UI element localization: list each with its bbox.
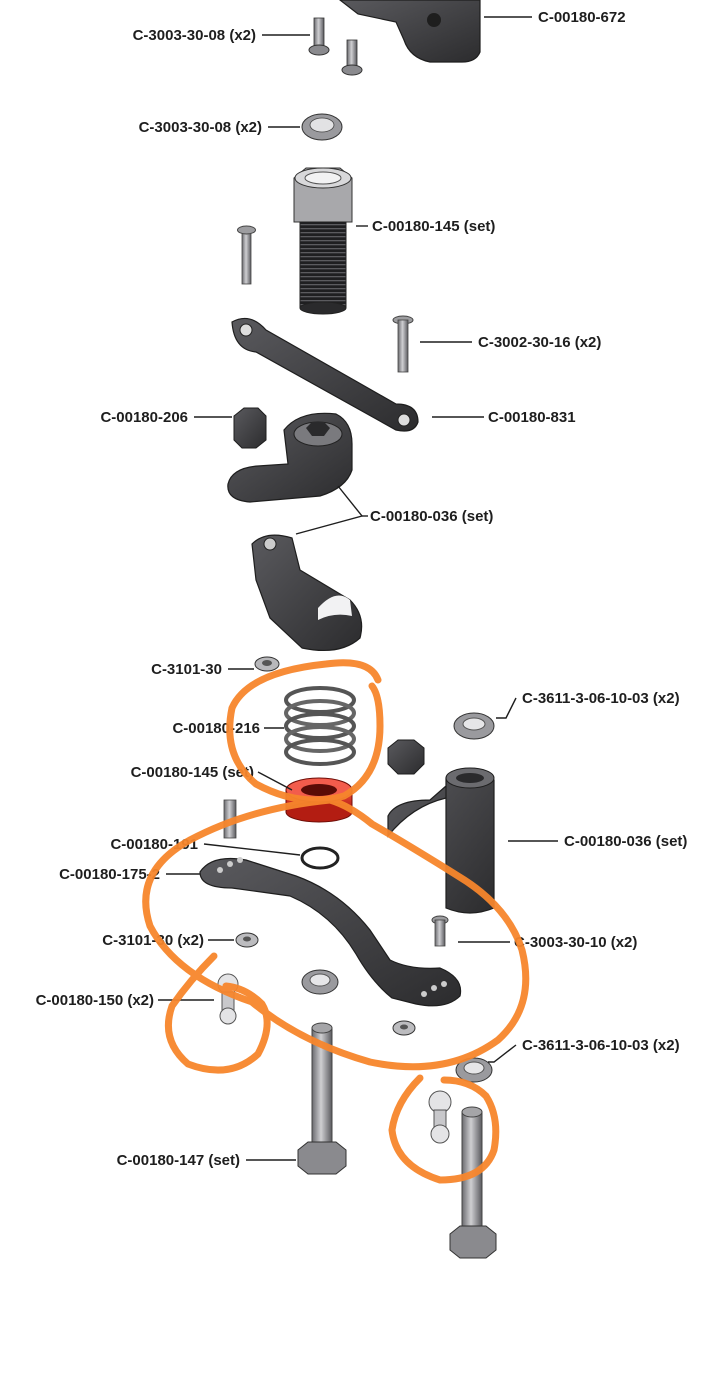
label-c00180831: C-00180-831 bbox=[488, 409, 576, 426]
annotation-loop-plate bbox=[142, 796, 530, 1071]
label-c3003-30-08-bearings: C-3003-30-08 (x2) bbox=[139, 119, 262, 136]
plate-screw bbox=[431, 915, 449, 947]
long-screw bbox=[392, 315, 414, 373]
right-bearing-upper bbox=[453, 712, 495, 740]
label-c00180147: C-00180-147 (set) bbox=[117, 1152, 240, 1169]
o-ring-part bbox=[300, 846, 340, 870]
label-c3611-upper: C-3611-3-06-10-03 (x2) bbox=[522, 690, 680, 707]
plate-nut-right bbox=[392, 1020, 416, 1036]
small-nut bbox=[254, 656, 280, 672]
label-c00180216: C-00180-216 bbox=[172, 720, 260, 737]
center-bearing bbox=[301, 969, 339, 995]
top-screw-pair bbox=[308, 17, 363, 76]
link-plate-part bbox=[199, 857, 462, 1007]
right-hex-nut bbox=[387, 739, 425, 775]
annotation-circle-ball-stud-right bbox=[388, 1074, 500, 1184]
label-c3003-30-10: C-3003-30-10 (x2) bbox=[514, 934, 637, 951]
ball-stud-right bbox=[428, 1090, 452, 1144]
top-bearing bbox=[301, 113, 343, 141]
top-bracket-part bbox=[339, 0, 481, 63]
label-c00180175: C-00180-175-2 bbox=[59, 866, 160, 883]
label-c00180036-lower: C-00180-036 (set) bbox=[564, 833, 687, 850]
spring-part bbox=[284, 686, 356, 766]
label-c00180672: C-00180-672 bbox=[538, 9, 626, 26]
hex-nut-part bbox=[233, 407, 267, 449]
part-labels: C-00180-672 C-3003-30-08 (x2) C-3003-30-… bbox=[36, 9, 688, 1169]
plate-nut-left bbox=[235, 932, 259, 948]
label-c00180036-upper: C-00180-036 (set) bbox=[370, 508, 493, 525]
right-bearing-lower bbox=[455, 1057, 493, 1083]
label-c3003-30-08-screws: C-3003-30-08 (x2) bbox=[133, 27, 256, 44]
annotation-circle-spring bbox=[226, 659, 384, 804]
label-c00180150: C-00180-150 (x2) bbox=[36, 992, 154, 1009]
threaded-post-part bbox=[293, 167, 353, 315]
annotation-circle-ball-stud-left bbox=[164, 952, 271, 1074]
leader-lines bbox=[158, 16, 558, 1161]
steering-arm-lower-part bbox=[251, 534, 363, 651]
label-c3611-lower: C-3611-3-06-10-03 (x2) bbox=[522, 1037, 680, 1054]
small-pin bbox=[237, 225, 256, 285]
steering-arm-upper-part bbox=[227, 412, 353, 503]
label-c00180206: C-00180-206 bbox=[100, 409, 188, 426]
label-c00180145-lower: C-00180-145 (set) bbox=[131, 764, 254, 781]
label-c3101-30: C-3101-30 bbox=[151, 661, 222, 678]
label-c00180145-top: C-00180-145 (set) bbox=[372, 218, 495, 235]
link-arm-part bbox=[231, 317, 419, 432]
label-c3101-30-x2: C-3101-30 (x2) bbox=[102, 932, 204, 949]
steering-post-shaft-right bbox=[449, 1106, 497, 1259]
orange-annotations bbox=[142, 659, 530, 1184]
steering-post-shaft-left bbox=[297, 1022, 347, 1175]
label-c3002-30-16: C-3002-30-16 (x2) bbox=[478, 334, 601, 351]
